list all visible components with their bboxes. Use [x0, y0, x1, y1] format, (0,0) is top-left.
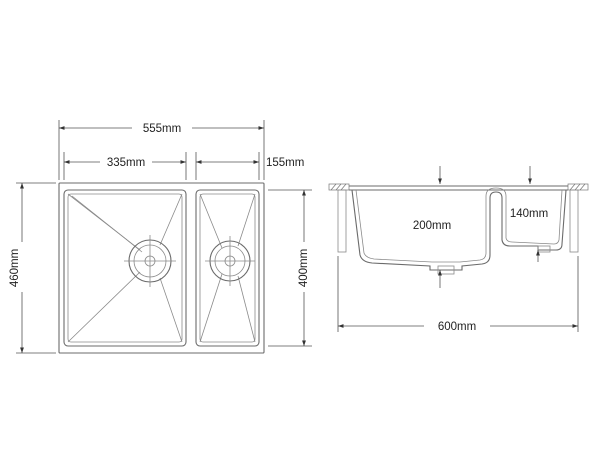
overall-depth-label: 460mm	[9, 249, 21, 287]
plan-view: 555mm 335mm 155mm 460mm	[9, 120, 312, 354]
countertop-left-hatch	[328, 183, 350, 191]
dim-small-bowl-width: 155mm	[195, 152, 304, 180]
dim-overall-depth: 460mm	[9, 182, 56, 354]
cabinet-right-wall	[569, 189, 579, 253]
bowl-depth-label: 400mm	[298, 249, 310, 287]
countertop-right-hatch	[567, 183, 589, 191]
section-view: 200mm 140mm 600mm	[328, 166, 589, 333]
small-bowl-plan	[195, 189, 260, 347]
dim-overall-width: 555mm	[58, 120, 265, 180]
dim-bowl-depth: 400mm	[268, 189, 312, 347]
dim-large-bowl-height: 200mm	[413, 166, 451, 288]
large-bowl-width-label: 335mm	[107, 157, 145, 169]
cabinet-left-wall	[337, 189, 347, 253]
dim-small-bowl-height: 140mm	[510, 166, 548, 262]
small-bowl-width-label: 155mm	[266, 157, 304, 169]
large-bowl-plan	[63, 189, 187, 347]
sink-section-profile	[349, 185, 568, 275]
section-width-label: 600mm	[438, 321, 476, 333]
large-bowl-drain-icon	[124, 235, 176, 287]
large-bowl-height-label: 200mm	[413, 220, 451, 232]
dim-large-bowl-width: 335mm	[63, 152, 187, 180]
small-bowl-height-label: 140mm	[510, 208, 548, 220]
small-bowl-drain-icon	[205, 236, 255, 286]
dim-section-width: 600mm	[337, 256, 579, 333]
overall-width-label: 555mm	[143, 123, 181, 135]
sink-outer-frame	[58, 182, 265, 354]
